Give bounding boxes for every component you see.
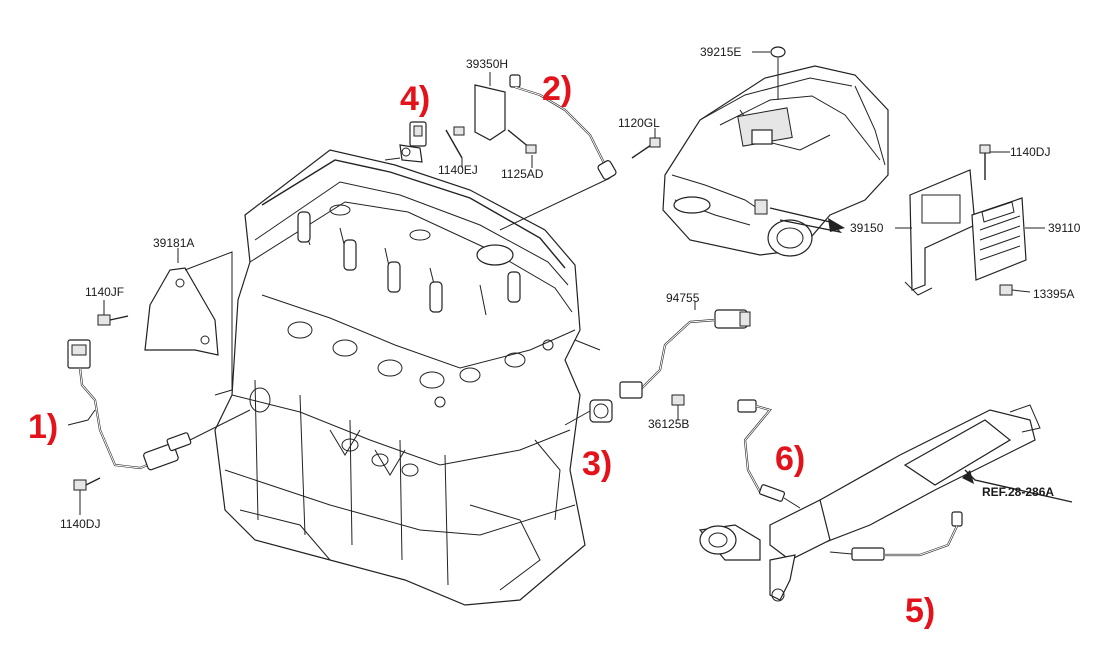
ecu-module [895,144,1045,296]
callout-4: 4) [400,80,430,118]
part-label-13395a: 13395A [1033,287,1074,301]
leader-lines [752,51,1003,153]
callout-6: 6) [775,440,805,478]
sensor-2 [499,74,661,231]
part-label-39350h: 39350H [466,57,508,71]
sensor-3 [564,302,751,426]
part-label-39181a: 39181A [153,236,194,250]
part-label-94755: 94755 [666,291,700,305]
part-label-1120gl: 1120GL [618,116,660,130]
reference-label: REF.28-286A [982,485,1054,499]
callout-3: 3) [582,445,612,483]
exhaust-assembly [698,399,1073,602]
camshaft-sensor-4 [384,72,537,168]
sensor-cover-39181a [97,248,233,396]
callout-5: 5) [905,592,935,630]
callout-2: 2) [542,70,572,108]
part-label-1125ad: 1125AD [501,167,544,181]
engine-assembly [214,149,586,606]
part-label-36125b: 36125B [648,417,689,431]
part-label-1140dj-bottom: 1140DJ [60,517,100,531]
part-label-39150: 39150 [850,221,884,235]
part-label-1140jf: 1140JF [85,285,124,299]
part-label-39215e: 39215E [700,45,741,59]
vehicle-illustration [662,46,889,257]
part-label-1140ej: 1140EJ [438,163,478,177]
callout-1: 1) [28,408,58,446]
crankshaft-sensor-1 [67,339,251,515]
part-label-1140dj-top: 1140DJ [1010,145,1050,159]
part-label-39110: 39110 [1048,221,1081,235]
